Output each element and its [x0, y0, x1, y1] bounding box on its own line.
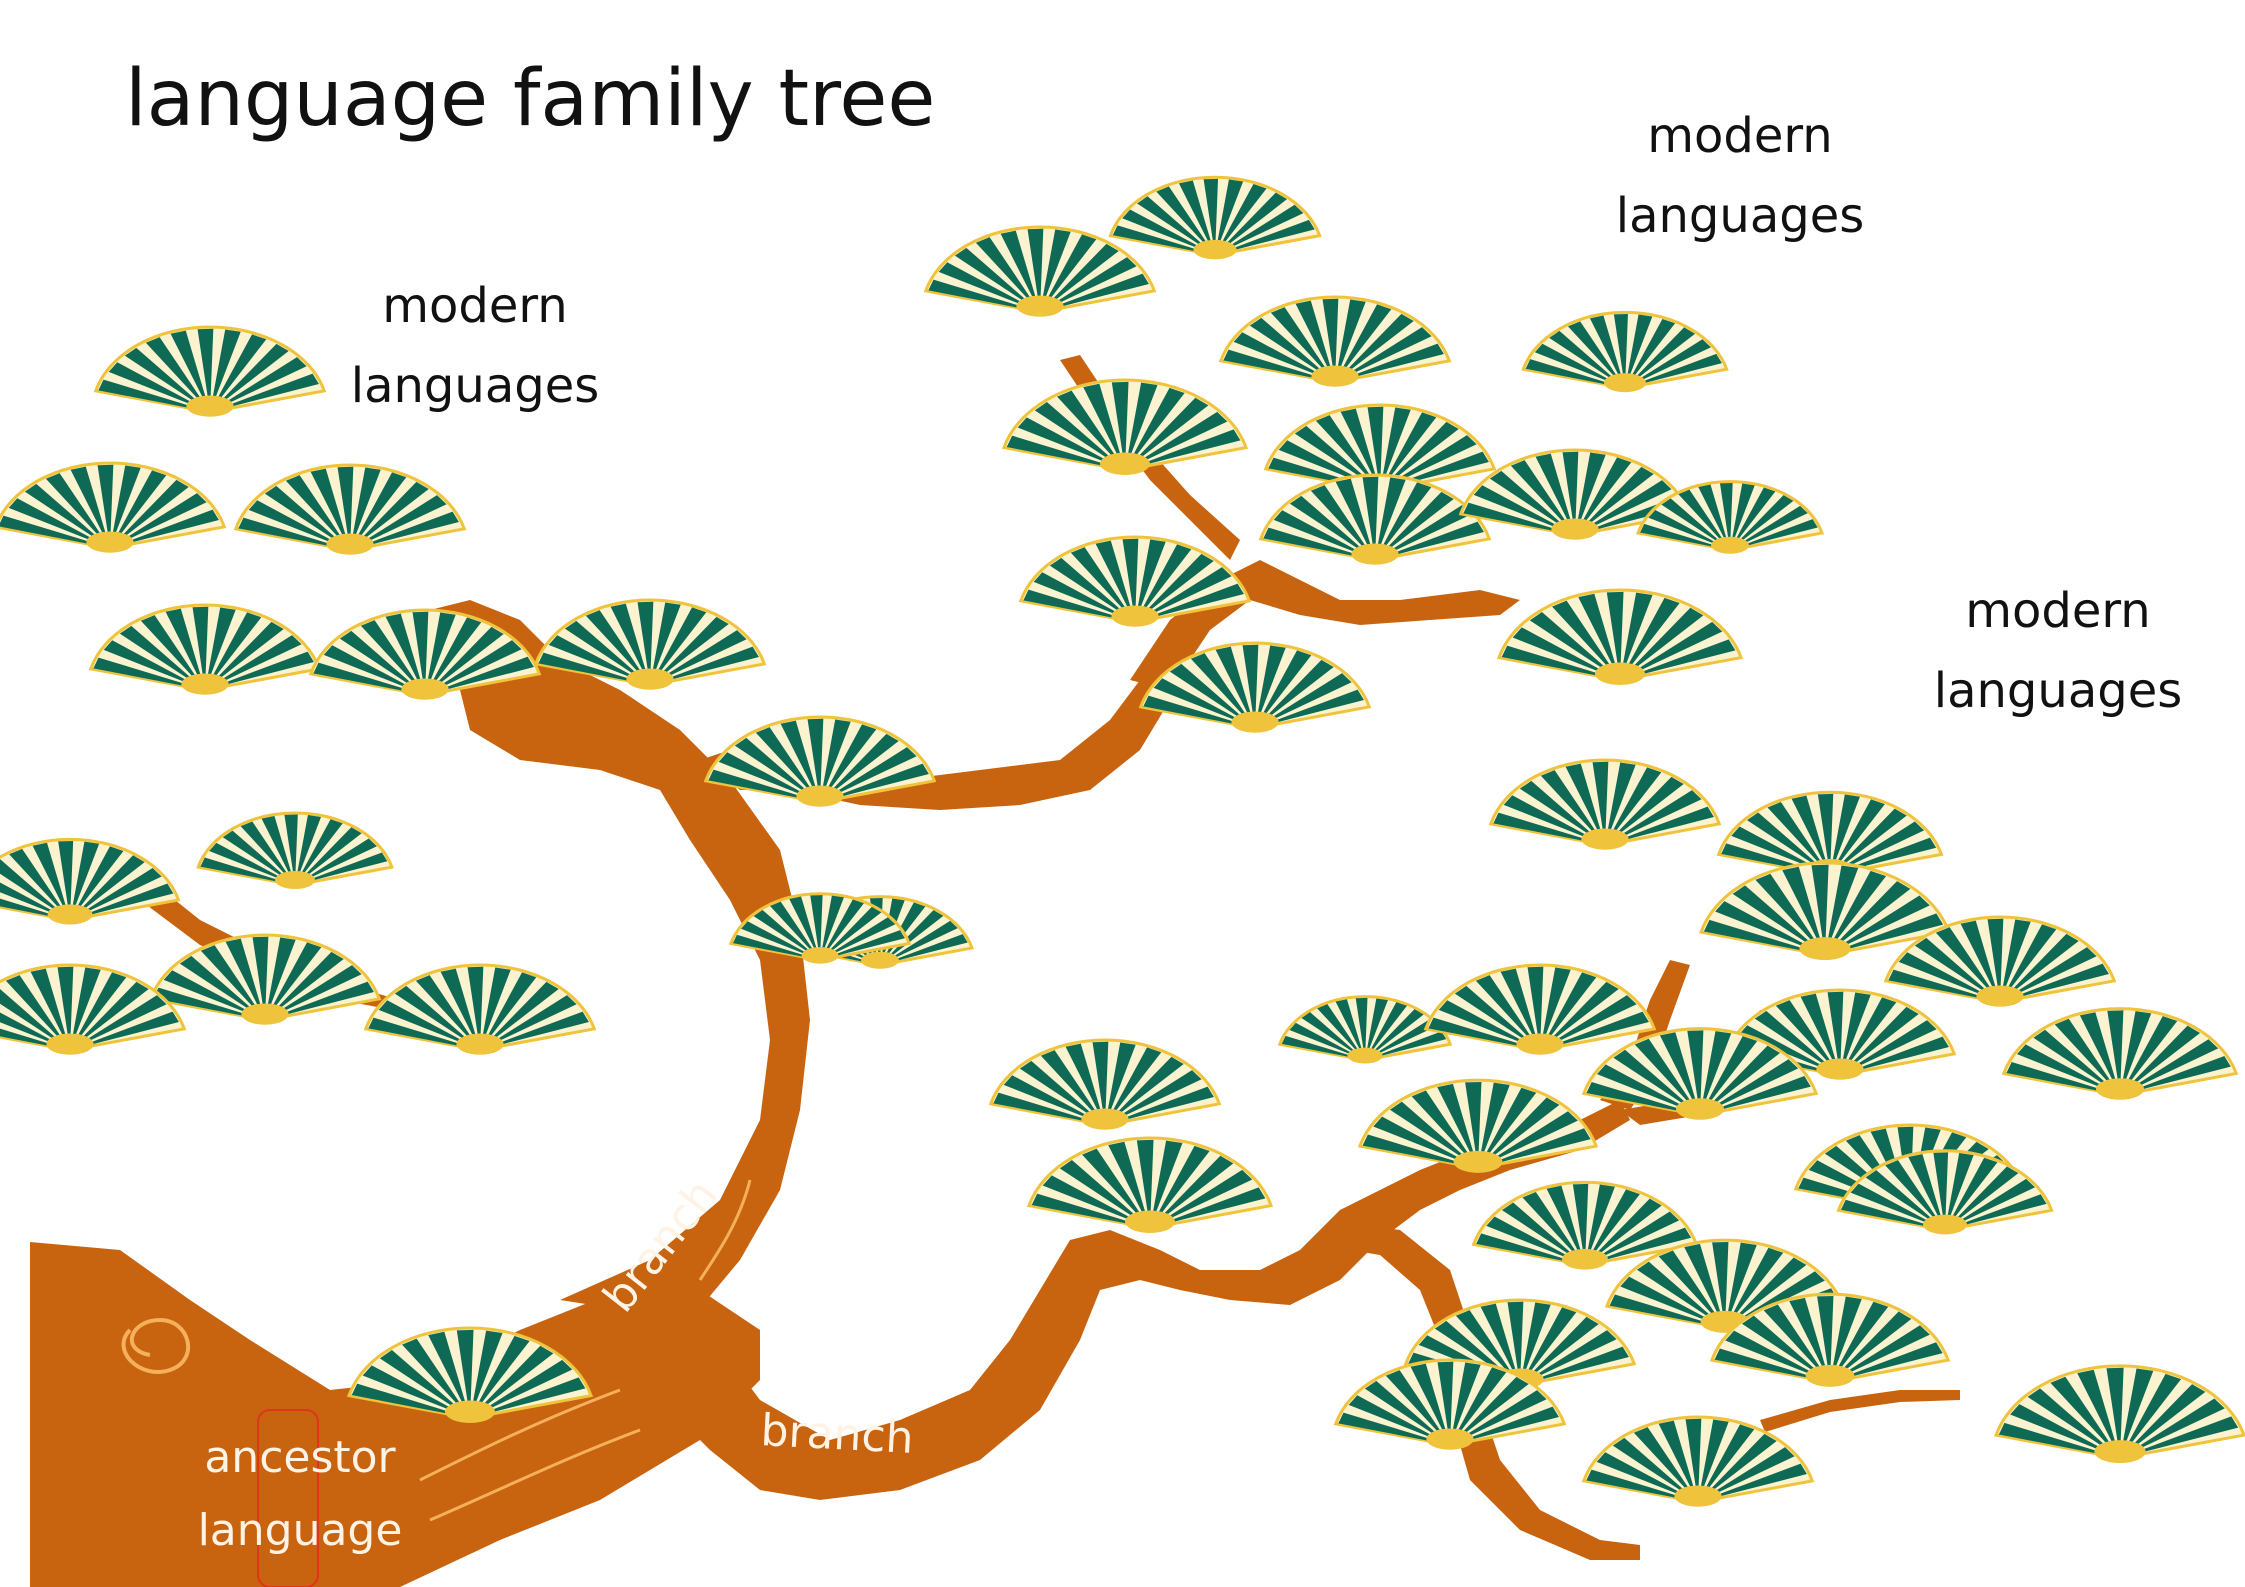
foliage-fan [923, 225, 1157, 317]
foliage-fan [148, 933, 382, 1025]
foliage-fan [1883, 915, 2117, 1007]
foliage-fan [88, 603, 322, 695]
foliage-fan [0, 461, 227, 553]
foliage-fan [0, 963, 187, 1055]
foliage-fan [1994, 1364, 2245, 1464]
foliage-fan [1488, 758, 1722, 850]
foliage-fan [233, 463, 467, 555]
foliage-fan [1581, 1027, 1819, 1120]
foliage-fan [0, 837, 181, 925]
label-modern-left-line1: modern [382, 278, 567, 334]
foliage-fan [2001, 1007, 2239, 1100]
foliage-fan [1018, 535, 1252, 627]
foliage-fan [988, 1038, 1222, 1130]
foliage-fan [1108, 175, 1322, 260]
trunk-outline-mark [257, 1409, 319, 1587]
foliage-fan [533, 598, 767, 690]
foliage-fan [1699, 861, 1951, 961]
foliage-fan [1604, 1238, 1846, 1333]
foliage-fan [1423, 963, 1657, 1055]
foliage-fan [1458, 448, 1692, 540]
trunk-streak-2 [429, 1428, 641, 1522]
foliage-fan [93, 325, 327, 417]
foliage-fan [346, 1326, 594, 1423]
lower-right-twig [1760, 1390, 1960, 1432]
label-modern-left-line2: languages [351, 358, 599, 414]
trunk-streak [419, 1388, 621, 1482]
branch-streak [698, 1179, 752, 1281]
page-title: language family tree [125, 54, 935, 144]
foliage-fan [1836, 1149, 2054, 1235]
foliage-fan [1277, 995, 1453, 1064]
foliage-fan [1709, 1292, 1951, 1387]
foliage-fan [1026, 1136, 1274, 1233]
foliage-fan [363, 963, 597, 1055]
label-modern-top-line1: modern [1647, 108, 1832, 164]
foliage-fan [1258, 473, 1492, 565]
foliage-fan [703, 715, 937, 807]
foliage-fan [1581, 1415, 1815, 1507]
upper-branch [410, 600, 810, 1320]
label-ancestor-line1: ancestor [204, 1432, 396, 1483]
foliage-fan [196, 811, 394, 889]
foliage-fan [1716, 790, 1944, 880]
foliage-fan [1138, 641, 1372, 733]
trunk-swirl [121, 1317, 190, 1374]
label-ancestor-line2: language [198, 1505, 403, 1556]
foliage-fan [1471, 1180, 1699, 1270]
ancestor-trunk [30, 1242, 760, 1587]
foliage-fan [1001, 378, 1249, 475]
foliage-fan [1521, 310, 1729, 393]
label-modern-right-line2: languages [1934, 663, 2182, 719]
foliage-fan [1333, 1358, 1567, 1450]
foliage-fan [1357, 1078, 1599, 1173]
foliage-fan [1635, 480, 1825, 554]
foliage-fan [1496, 588, 1744, 685]
label-modern-right-line1: modern [1965, 583, 2150, 639]
foliage-fan [728, 892, 912, 964]
label-branch-lower: branch [759, 1405, 914, 1464]
foliage-fan [308, 608, 542, 700]
lower-branch [620, 1100, 1630, 1500]
foliage-group [0, 175, 2245, 1507]
foliage-fan [1263, 403, 1497, 495]
label-modern-top-line2: languages [1616, 188, 1864, 244]
foliage-fan [1218, 295, 1452, 387]
